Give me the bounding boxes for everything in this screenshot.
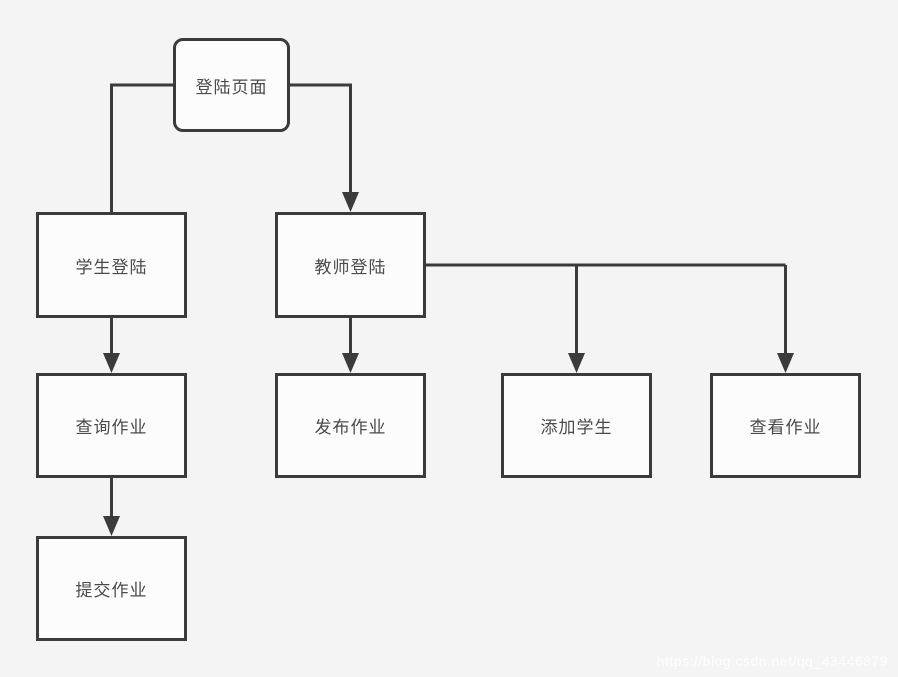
arrowhead-view-homework — [777, 353, 794, 373]
edge-login-student — [110, 83, 173, 212]
arrowhead-query-homework — [103, 353, 120, 373]
node-teacher-login-label: 教师登陆 — [314, 257, 387, 277]
node-publish-homework-label: 发布作业 — [314, 418, 387, 437]
node-view-homework-label: 查看作业 — [749, 418, 822, 437]
arrowhead-publish-homework — [342, 353, 359, 373]
edge-login-teacher — [290, 83, 352, 194]
arrowhead-teacher-login — [342, 192, 359, 212]
node-teacher-login: 教师登陆 — [275, 212, 426, 318]
node-query-homework-label: 查询作业 — [75, 418, 148, 437]
node-view-homework: 查看作业 — [710, 373, 861, 478]
node-login-page-label: 登陆页面 — [195, 77, 268, 97]
node-student-login: 学生登陆 — [36, 212, 187, 318]
node-add-student-label: 添加学生 — [540, 418, 613, 437]
node-submit-homework-label: 提交作业 — [75, 581, 148, 600]
arrowhead-add-student — [568, 353, 585, 373]
node-submit-homework: 提交作业 — [36, 536, 187, 641]
node-publish-homework: 发布作业 — [275, 373, 426, 478]
watermark-text: https://blog.csdn.net/qq_43446879 — [656, 653, 888, 669]
arrowhead-submit-homework — [103, 516, 120, 536]
node-login-page: 登陆页面 — [173, 38, 290, 132]
node-student-login-label: 学生登陆 — [75, 257, 148, 277]
node-add-student: 添加学生 — [501, 373, 652, 478]
node-query-homework: 查询作业 — [36, 373, 187, 478]
